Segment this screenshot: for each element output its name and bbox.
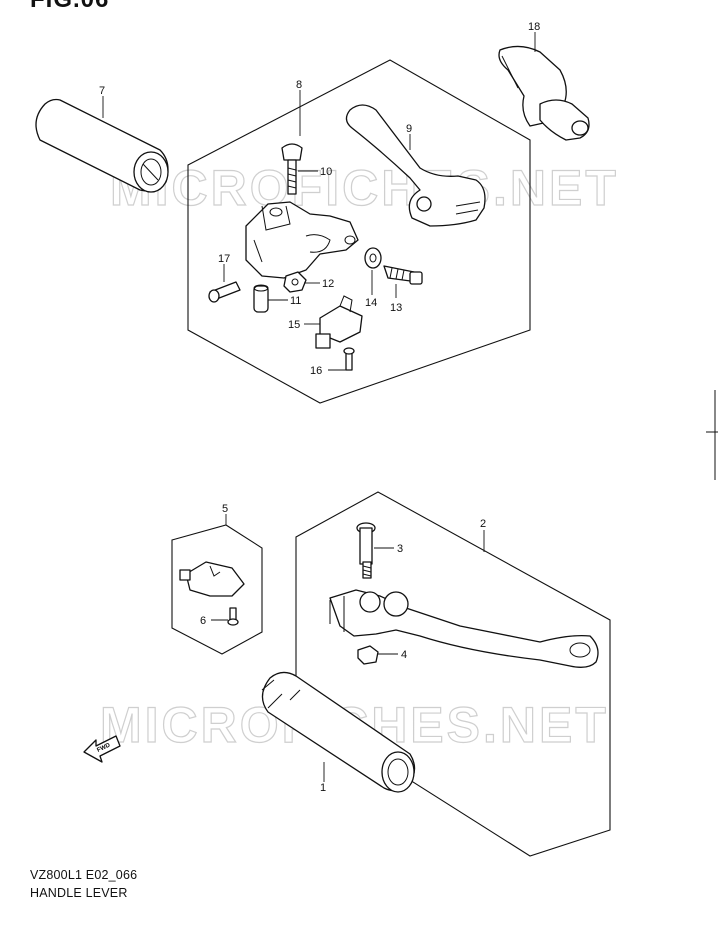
footer-caption: HANDLE LEVER xyxy=(30,886,128,900)
callout-15: 15 xyxy=(288,319,300,331)
callout-18: 18 xyxy=(528,21,540,33)
part-17-bolt xyxy=(208,281,241,303)
part-1-grip xyxy=(261,671,416,793)
group-box-8 xyxy=(187,59,531,404)
callout-9: 9 xyxy=(406,123,412,135)
part-3-bolt xyxy=(356,522,376,579)
callout-13: 13 xyxy=(390,302,402,314)
part-4-nut xyxy=(357,645,379,665)
part-9-lever xyxy=(345,104,486,227)
callout-2: 2 xyxy=(480,518,486,530)
part-2-lever xyxy=(329,589,599,668)
part-13-adjuster xyxy=(383,265,423,285)
part-12-nut xyxy=(283,271,307,293)
callout-14: 14 xyxy=(365,297,377,309)
part-18-cover xyxy=(498,45,590,141)
callout-16: 16 xyxy=(310,365,322,377)
watermark-upper: MICROFICHES.NET xyxy=(110,160,619,216)
callout-6: 6 xyxy=(200,615,206,627)
callout-17: 17 xyxy=(218,253,230,265)
part-16-screw xyxy=(343,347,355,371)
part-6-screw xyxy=(227,607,239,626)
callout-1: 1 xyxy=(320,782,326,794)
callout-5: 5 xyxy=(222,503,228,515)
footer-model-code: VZ800L1 E02_066 xyxy=(30,868,138,882)
part-5-switch xyxy=(179,561,245,597)
callout-10: 10 xyxy=(320,166,332,178)
figure-title: FIG.06 xyxy=(30,0,109,14)
part-10-bolt xyxy=(281,143,303,195)
fwd-label: FWD xyxy=(96,742,112,753)
part-8-bracket xyxy=(245,201,359,279)
callout-12: 12 xyxy=(322,278,334,290)
group-box-2 xyxy=(295,491,611,857)
callout-4: 4 xyxy=(401,649,407,661)
fwd-arrow-icon: FWD xyxy=(83,735,121,763)
part-11-collar xyxy=(253,284,269,313)
part-15-switch xyxy=(315,295,363,349)
callout-8: 8 xyxy=(296,79,302,91)
callout-7: 7 xyxy=(99,85,105,97)
part-7-grip xyxy=(35,98,169,193)
upper-callouts: 7 18 8 9 10 17 12 11 14 13 15 16 xyxy=(99,21,540,377)
part-14-washer xyxy=(364,247,382,269)
callout-3: 3 xyxy=(397,543,403,555)
callout-11: 11 xyxy=(290,295,301,307)
